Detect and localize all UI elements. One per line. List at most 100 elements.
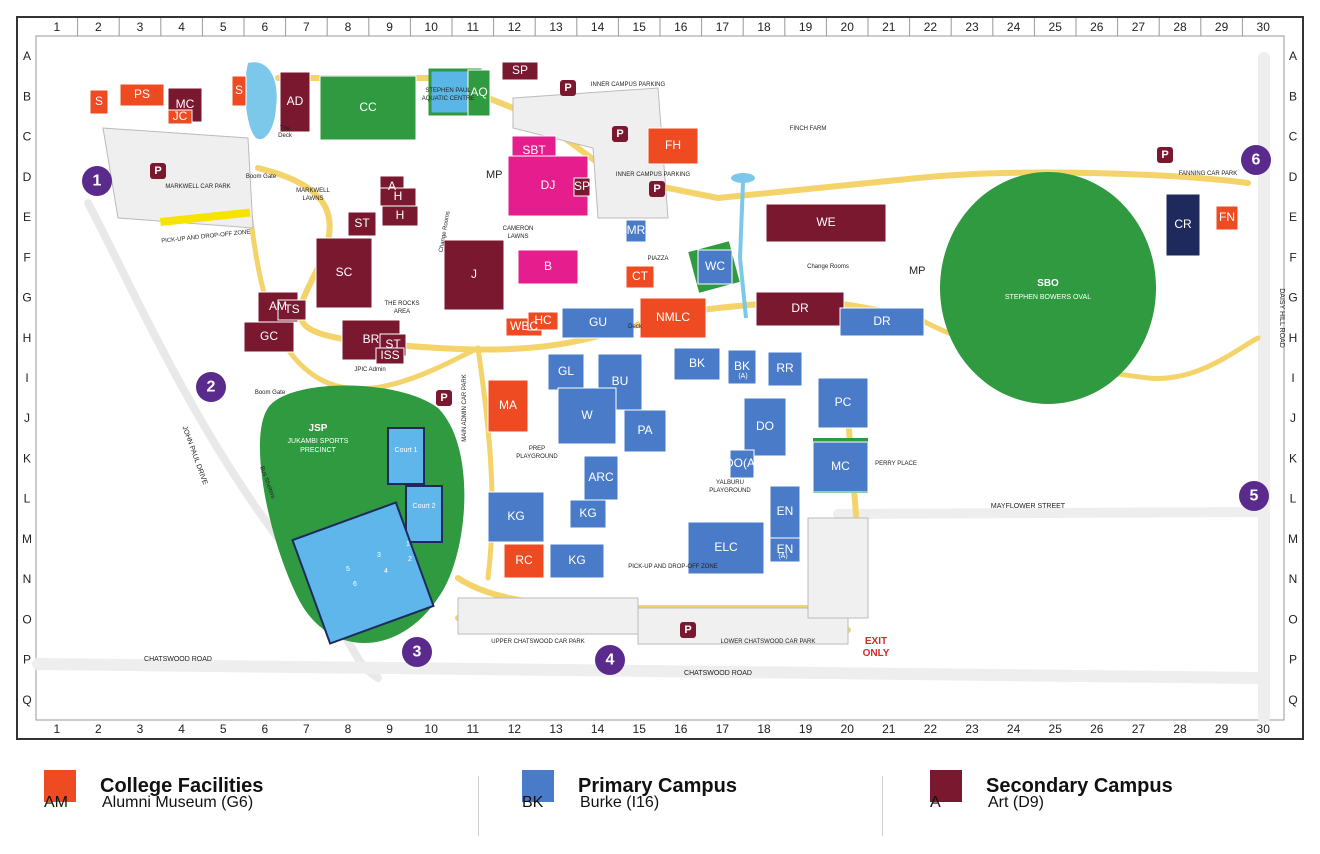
building-mc-label: MC [831, 459, 850, 473]
grid-col-label-bottom: 9 [386, 722, 393, 736]
building-hc-shape[interactable] [527, 311, 559, 331]
grid-row-label-right: L [1290, 492, 1297, 506]
building-w-shape[interactable] [557, 387, 617, 445]
building-wc-shape[interactable] [697, 249, 733, 285]
grid-col-label-top: 15 [633, 20, 647, 34]
building-iss-shape[interactable] [375, 347, 405, 365]
legend-college-entry[interactable]: AM Alumni Museum (G6) [44, 794, 253, 812]
building-gl-shape[interactable] [547, 353, 585, 391]
grid-col-label-top: 9 [386, 20, 393, 34]
building-bk-shape[interactable] [673, 347, 721, 381]
building-h-shape[interactable] [381, 205, 419, 227]
parking-marker-lower[interactable]: P [680, 622, 696, 638]
building-mc-shape[interactable] [812, 441, 869, 493]
building-sp-shape[interactable] [501, 61, 539, 81]
building-ma-shape[interactable] [487, 379, 529, 433]
building-ts-label: TS [284, 302, 299, 316]
building-elc-shape[interactable] [687, 521, 765, 575]
building-j-shape[interactable] [443, 239, 505, 311]
court-num-5: 5 [346, 566, 350, 573]
building-do-shape[interactable] [743, 397, 787, 457]
entrance-marker-2[interactable]: 2 [196, 372, 226, 402]
grid-col-label-bottom: 3 [137, 722, 144, 736]
building-ad-shape[interactable] [279, 71, 311, 133]
entrance-marker-3[interactable]: 3 [402, 637, 432, 667]
building-s-shape[interactable] [231, 75, 247, 107]
building-kg-label: KG [507, 509, 524, 523]
fanning-car-park-label: FANNING CAR PARK [1179, 171, 1238, 177]
grid-col-label-top: 27 [1132, 20, 1146, 34]
entrance-marker-5[interactable]: 5 [1239, 481, 1269, 511]
legend-primary-entry[interactable]: BK Burke (I16) [522, 794, 659, 812]
building-kg-shape[interactable] [569, 499, 607, 529]
court-num-1: 1 [406, 541, 410, 548]
building-cr-shape[interactable] [1165, 193, 1201, 257]
building-gu-shape[interactable] [561, 307, 635, 339]
building-mr-shape[interactable] [625, 219, 647, 243]
legend-college: College Facilities [44, 770, 263, 854]
building-fn-shape[interactable] [1215, 205, 1239, 231]
grid-col-label-bottom: 4 [178, 722, 185, 736]
parking-marker-fanning[interactable]: P [1157, 147, 1173, 163]
parking-marker-markwell[interactable]: P [150, 163, 166, 179]
building-ps-shape[interactable] [119, 83, 165, 107]
pickup-zone-strip [160, 208, 251, 226]
legend-secondary-swatch [930, 770, 962, 802]
building-sp-shape[interactable] [573, 177, 591, 197]
building-bu-label: BU [612, 374, 629, 388]
building-cc-shape[interactable] [319, 75, 417, 141]
building-ps-label: PS [134, 87, 150, 101]
building-st-label: ST [385, 337, 401, 351]
building-dr-shape[interactable] [755, 291, 845, 327]
building-sc-shape[interactable] [315, 237, 373, 309]
building-arc-shape[interactable] [583, 455, 619, 501]
parking-marker-admin[interactable]: P [436, 390, 452, 406]
building-kg-shape[interactable] [549, 543, 605, 579]
building-fh-shape[interactable] [647, 127, 699, 165]
building-aq-shape[interactable] [467, 69, 491, 117]
building-iss-label: ISS [380, 348, 399, 362]
building-kg-shape[interactable] [487, 491, 545, 543]
rocks-area-label-2: AREA [394, 309, 410, 315]
parking-marker-inner-1[interactable]: P [560, 80, 576, 96]
building-bk-shape[interactable] [727, 349, 757, 385]
legend-secondary-name: Art (D9) [988, 794, 1044, 811]
building-ct-shape[interactable] [625, 265, 655, 289]
parking-marker-inner-2[interactable]: P [612, 126, 628, 142]
entrance-marker-1[interactable]: 1 [82, 166, 112, 196]
entrance-marker-4[interactable]: 4 [595, 645, 625, 675]
building-dr-shape[interactable] [839, 307, 925, 337]
building-ts-shape[interactable] [277, 299, 307, 321]
grid-col-label-top: 30 [1257, 20, 1271, 34]
mp2-label: MP [909, 265, 926, 277]
building-b-shape[interactable] [517, 249, 579, 285]
building-rr-shape[interactable] [767, 351, 803, 387]
parking-marker-inner-3[interactable]: P [649, 181, 665, 197]
building-s-shape[interactable] [89, 89, 109, 115]
building-we-shape[interactable] [765, 203, 887, 243]
grid-col-label-bottom: 12 [508, 722, 522, 736]
building-doa-shape[interactable] [729, 449, 755, 479]
chatswood-road-label-2: CHATSWOOD ROAD [684, 670, 752, 677]
building-en-shape[interactable] [769, 485, 801, 539]
grid-col-label-bottom: 18 [757, 722, 771, 736]
building-gc-shape[interactable] [243, 321, 295, 353]
cameron-lawns-label-1: CAMERON [503, 226, 534, 232]
legend-secondary-entry[interactable]: A Art (D9) [930, 794, 1044, 812]
grid-col-label-top: 10 [425, 20, 439, 34]
building-nmlc-shape[interactable] [639, 297, 707, 339]
entrance-marker-6[interactable]: 6 [1241, 145, 1271, 175]
jsp-code: JSP [309, 423, 328, 434]
grid-row-label-right: C [1289, 130, 1298, 144]
exit-label-1: EXIT [865, 636, 887, 647]
building-pc-shape[interactable] [817, 377, 869, 429]
building-w-label: W [581, 408, 593, 422]
building-rc-shape[interactable] [503, 543, 545, 579]
building-en-shape[interactable] [769, 537, 801, 563]
building-gu-label: GU [589, 315, 607, 329]
building-jc-shape[interactable] [167, 109, 193, 125]
grid-row-label-left: P [23, 653, 31, 667]
building-pa-shape[interactable] [623, 409, 667, 453]
building-st-shape[interactable] [347, 211, 377, 237]
